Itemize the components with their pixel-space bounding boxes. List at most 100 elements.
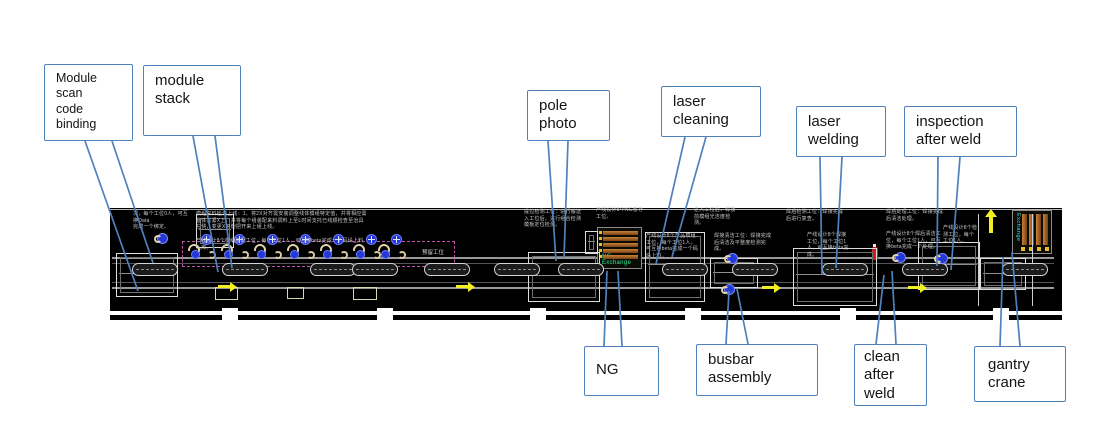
text-block-illegible: 模组来料检测上线：1、将2X对齐需安装调整线体模组特定值，并将相应需整体夹紧X上…	[196, 211, 367, 230]
callout-label-ng: NG	[596, 361, 619, 378]
text-block-illegible: 产线设计8个焊后清洁工位，每个工位1人，可互换beta完成一个处理。	[886, 231, 941, 250]
conveyor-pallet	[494, 263, 540, 276]
callout-inspection-after-weld: inspection after weld	[904, 106, 1017, 157]
robot-joint-icon	[381, 250, 390, 259]
robot-joint-icon	[391, 234, 402, 245]
rack-slat	[603, 237, 638, 241]
callout-ng: NG	[584, 346, 659, 396]
ng-exchange-rack: NG Exchange	[597, 227, 642, 269]
text-block-illegible: 产线设计8个焊接工位，每个工位1人，可互换beta完成。	[807, 232, 849, 258]
rack-slat	[1036, 214, 1041, 245]
text-block-illegible: 进入工位后，焊接前模组光洁度检测。	[694, 207, 736, 226]
callout-clean-after-weld: clean after weld	[854, 344, 927, 406]
text-block-illegible: 焊接清洁工位：焊接完成后清洁及平整度检测完成。	[714, 233, 772, 252]
stacking-robot-icon	[251, 233, 286, 265]
robot-arm-icon	[241, 251, 249, 259]
callout-label-module-stack: module stack	[155, 72, 205, 108]
robot-joint-icon	[257, 250, 266, 259]
robot-joint-icon	[224, 250, 233, 259]
callout-gantry-crane: gantry crane	[974, 346, 1066, 402]
callout-laser-welding: laser welding	[796, 106, 886, 157]
flow-arrow-right-icon	[456, 281, 475, 292]
rack-slat	[1022, 214, 1027, 245]
rack-pin	[1045, 247, 1049, 251]
rack-slat	[1029, 214, 1034, 245]
callout-label-busbar-assembly: busbar assembly	[708, 351, 772, 387]
floor-box	[353, 287, 377, 300]
walkway-pillar	[222, 308, 238, 320]
end-frame-line	[1032, 214, 1033, 306]
conveyor-pallet	[352, 263, 398, 276]
flow-arrow-right-icon	[908, 282, 927, 293]
walkway-pillar	[377, 308, 393, 320]
text-block-illegible: 提拉检测工位：进行搬送入工位后，进行组合检测模板定位检测。	[524, 209, 582, 228]
stacking-robot-icon	[317, 233, 352, 265]
robot-joint-icon	[366, 234, 377, 245]
text-block-illegible: 焊后处理工位：焊接完成后清洁处理。	[886, 209, 944, 222]
robot-joint-icon	[267, 234, 278, 245]
conveyor-pallet	[662, 263, 708, 276]
robot-joint-icon	[323, 250, 332, 259]
text-block-illegible: 产线设计8个模组装配工位，每个工位1人，可互换beta完成一个码垛上料入库。	[196, 238, 364, 251]
gantry-exchange-label: Exchange	[1015, 213, 1021, 242]
robot-joint-icon	[333, 234, 344, 245]
callout-label-laser-welding: laser welding	[808, 113, 859, 149]
robot-arm-icon	[307, 251, 315, 259]
flow-arrow-up-icon	[985, 209, 997, 233]
conveyor-pallet	[732, 263, 778, 276]
walkway-line	[110, 311, 1062, 315]
walkway-pillar	[840, 308, 856, 320]
stacking-robot-icon	[375, 233, 410, 265]
stacking-robot-icon	[350, 233, 385, 265]
rack-pin	[1021, 247, 1025, 251]
conveyor-pallet	[822, 263, 868, 276]
callout-busbar-assembly: busbar assembly	[696, 344, 818, 396]
callout-label-clean-after-weld: clean after weld	[864, 348, 900, 402]
rack-pin	[1029, 247, 1033, 251]
conveyor-pallet	[902, 263, 948, 276]
rack-slat	[603, 243, 638, 247]
robot-arm-icon	[274, 251, 282, 259]
rack-slat	[603, 255, 638, 259]
robot-head-icon	[724, 253, 738, 264]
reserved-station-label: 预留工位	[422, 250, 445, 256]
robot-head-icon	[934, 253, 948, 264]
rack-pin	[599, 243, 602, 246]
rack-pin	[599, 249, 602, 252]
walkway-pillar	[685, 308, 701, 320]
callout-label-laser-cleaning: laser cleaning	[673, 93, 729, 129]
machine-station	[528, 252, 600, 302]
callout-label-gantry-crane: gantry crane	[988, 356, 1030, 392]
walkway-pillar	[993, 308, 1009, 320]
callout-module-stack: module stack	[143, 65, 241, 136]
conveyor-pallet	[1002, 263, 1048, 276]
robot-arm-icon	[340, 251, 348, 259]
robot-arm-icon	[398, 251, 406, 259]
callout-label-pole-photo: pole photo	[539, 97, 577, 133]
rack-pin	[599, 231, 602, 234]
conveyor-pallet	[222, 263, 268, 276]
stacking-robot-icon	[284, 233, 319, 265]
robot-joint-icon	[191, 250, 200, 259]
machine-station	[585, 231, 598, 254]
callout-label-module-scan-code-binding: Module scan code binding	[56, 71, 97, 131]
conveyor-pallet	[132, 263, 178, 276]
text-block-illegible: 产线设计8个NG暂存工位。	[596, 207, 644, 220]
robot-joint-icon	[234, 234, 245, 245]
conveyor-pallet	[558, 263, 604, 276]
cad-line-drawing: 预留工位 NG Exchange Exchange 况，每个工位0人，可互换Da…	[110, 207, 1062, 320]
callout-label-inspection-after-weld: inspection after weld	[916, 113, 984, 149]
walkway-pillar	[530, 308, 546, 320]
text-block-illegible: 况，每个工位0人，可互换Data 完成一个绑定。	[133, 211, 188, 230]
fire-extinguisher-icon	[872, 244, 878, 260]
conveyor-pallet	[424, 263, 470, 276]
text-block-illegible: 产线设计8个产品模组工位，每个工位1人，可互换beta完成一个码垛上料。	[646, 233, 699, 259]
rack-slat	[1043, 214, 1048, 245]
rack-pin	[599, 237, 602, 240]
robot-joint-icon	[356, 250, 365, 259]
callout-pole-photo: pole photo	[527, 90, 610, 141]
floor-box	[287, 287, 304, 299]
robot-arm-icon	[208, 251, 216, 259]
rack-slat	[603, 249, 638, 253]
